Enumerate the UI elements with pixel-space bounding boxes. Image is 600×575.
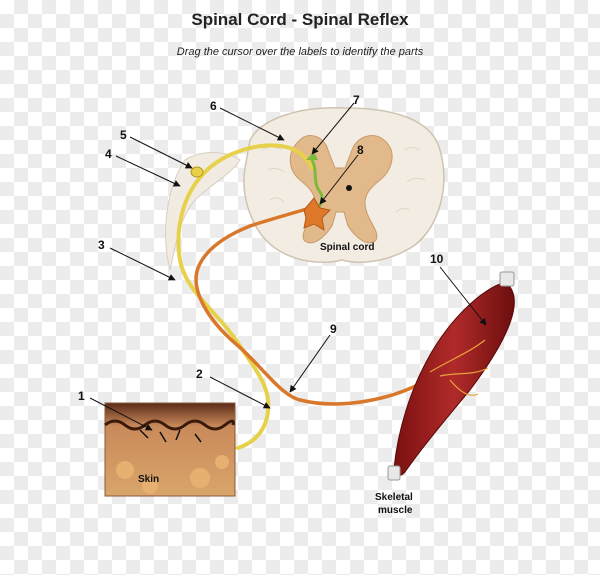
- marker-2[interactable]: 2: [196, 367, 203, 381]
- skeletal-muscle-label-line2: muscle: [378, 505, 413, 516]
- spinal-cord-cross-section: [243, 107, 445, 263]
- skin-label: Skin: [138, 474, 159, 485]
- spinal-cord-label: Spinal cord: [320, 242, 374, 253]
- marker-10[interactable]: 10: [430, 252, 444, 266]
- marker-6[interactable]: 6: [210, 99, 217, 113]
- marker-8[interactable]: 8: [357, 143, 364, 157]
- page-title: Spinal Cord - Spinal Reflex: [191, 10, 409, 29]
- skeletal-muscle-label-line1: Skeletal: [375, 492, 413, 503]
- marker-5[interactable]: 5: [120, 128, 127, 142]
- skeletal-muscle-illustration: [387, 271, 515, 481]
- marker-4[interactable]: 4: [105, 147, 112, 161]
- pointer-lines: [89, 102, 487, 431]
- marker-3[interactable]: 3: [98, 238, 105, 252]
- marker-9[interactable]: 9: [330, 322, 337, 336]
- page-subtitle: Drag the cursor over the labels to ident…: [176, 46, 424, 58]
- marker-1[interactable]: 1: [78, 389, 85, 403]
- skin-illustration: [104, 402, 236, 497]
- marker-7[interactable]: 7: [353, 93, 360, 107]
